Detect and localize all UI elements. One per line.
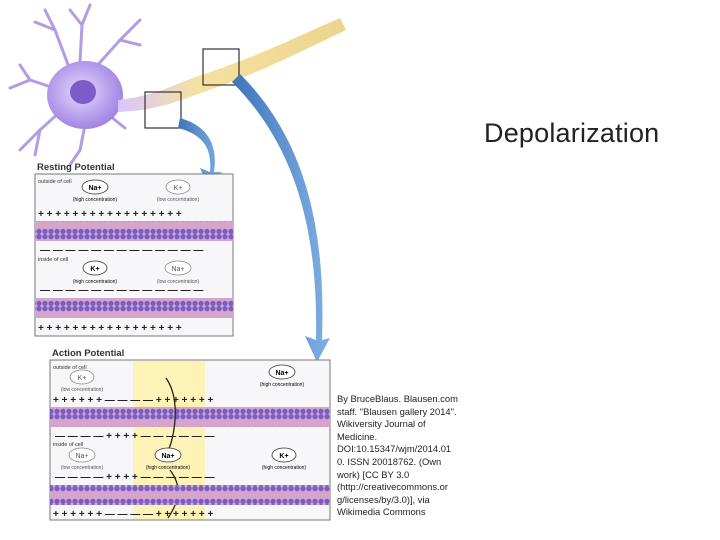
action-inner-charge-row: — — — — + + + + — — — — — — bbox=[55, 431, 214, 442]
action-k-in: K+ (high concentration) bbox=[262, 447, 307, 471]
resting-inner-minus-row: — — — — — — — — — — — — — bbox=[40, 245, 203, 256]
credit-line: g/licenses/by/3.0)], via bbox=[337, 493, 430, 505]
svg-text:+ + + + + + — — — — + + + + +: + + + + + + — — — — + + + + + + + bbox=[53, 509, 214, 520]
slide-title: Depolarization bbox=[484, 118, 660, 148]
credit-line: Medicine. bbox=[337, 430, 378, 442]
resting-k-out: K+ (low concentration) bbox=[157, 179, 200, 203]
action-outside-label: outside of cell bbox=[53, 365, 87, 371]
action-na-in-mid: Na+ (high concentration) bbox=[146, 447, 191, 471]
image-credit: By BruceBlaus. Blausen.com staff. "Blaus… bbox=[337, 393, 458, 519]
credit-line: DOI:10.15347/wjm/2014.01 bbox=[337, 443, 452, 455]
action-na-out: Na+ (high concentration) bbox=[260, 364, 305, 388]
svg-text:(low concentration): (low concentration) bbox=[157, 197, 200, 203]
svg-text:(low concentration): (low concentration) bbox=[61, 465, 104, 471]
resting-title: Resting Potential bbox=[37, 162, 115, 173]
credit-line: work) [CC BY 3.0 bbox=[337, 468, 410, 480]
resting-membrane-bottom bbox=[35, 298, 233, 318]
resting-inside-label: inside of cell bbox=[38, 257, 68, 263]
svg-text:K+: K+ bbox=[174, 185, 183, 192]
credit-line: Wikimedia Commons bbox=[337, 506, 426, 518]
resting-k-in: K+ (high concentration) bbox=[73, 260, 118, 285]
svg-text:+ + + + + + + + + + + + + + +: + + + + + + + + + + + + + + + + + bbox=[38, 323, 182, 334]
svg-text:K+: K+ bbox=[279, 453, 288, 460]
svg-text:(high concentration): (high concentration) bbox=[146, 465, 191, 471]
credit-line: 0. ISSN 20018762. (Own bbox=[337, 455, 442, 467]
action-lower-outer-charge-row: + + + + + + — — — — + + + + + + + bbox=[53, 509, 214, 520]
svg-text:(high concentration): (high concentration) bbox=[73, 279, 118, 285]
resting-outer-plus-row: + + + + + + + + + + + + + + + + + bbox=[38, 209, 182, 220]
action-outer-charge-row: + + + + + + — — — — + + + + + + + bbox=[53, 395, 214, 406]
resting-membrane-top bbox=[35, 221, 233, 241]
axon bbox=[118, 18, 346, 112]
svg-text:Na+: Na+ bbox=[275, 370, 288, 377]
svg-text:Na+: Na+ bbox=[88, 185, 101, 192]
resting-lower-plus-row: + + + + + + + + + + + + + + + + + bbox=[38, 323, 182, 334]
resting-outside-label: outside of cell bbox=[38, 179, 72, 185]
svg-text:(high concentration): (high concentration) bbox=[262, 465, 307, 471]
svg-text:(high concentration): (high concentration) bbox=[260, 382, 305, 388]
svg-text:Na+: Na+ bbox=[161, 453, 174, 460]
resting-lower-minus-row: — — — — — — — — — — — — — bbox=[40, 285, 203, 296]
na-influx-arrow bbox=[165, 377, 176, 453]
arrow-to-resting bbox=[178, 118, 222, 186]
nucleus bbox=[70, 80, 96, 104]
credit-line: By BruceBlaus. Blausen.com bbox=[337, 393, 458, 404]
action-k-out: K+ (low concentration) bbox=[61, 369, 104, 393]
svg-text:(low concentration): (low concentration) bbox=[61, 387, 104, 393]
action-lower-inner-charge-row: — — — — + + + + — — — — — — bbox=[55, 472, 214, 483]
resting-panel: Resting Potential outside of cell Na+ (h… bbox=[34, 162, 234, 337]
action-na-in-left: Na+ (low concentration) bbox=[61, 447, 104, 471]
action-membrane-top bbox=[50, 407, 330, 427]
resting-na-in: Na+ (low concentration) bbox=[157, 260, 200, 285]
svg-text:— — — — + + + + — — — — — —: — — — — + + + + — — — — — — bbox=[55, 472, 214, 483]
neuron bbox=[8, 3, 346, 167]
arrow-to-action bbox=[232, 74, 330, 362]
svg-text:— — — — + + + + — — — — — —: — — — — + + + + — — — — — — bbox=[55, 431, 214, 442]
credit-line: Wikiversity Journal of bbox=[337, 418, 426, 430]
svg-text:(high concentration): (high concentration) bbox=[73, 197, 118, 203]
action-inside-label: inside of cell bbox=[53, 442, 83, 448]
svg-text:K+: K+ bbox=[78, 375, 87, 382]
svg-text:Na+: Na+ bbox=[75, 453, 88, 460]
svg-text:— — — — — — — — — — — — —: — — — — — — — — — — — — — bbox=[40, 245, 203, 256]
credit-line: staff. "Blausen gallery 2014". bbox=[337, 405, 457, 417]
action-membrane-bottom bbox=[50, 485, 330, 505]
svg-text:— — — — — — — — — — — — —: — — — — — — — — — — — — — bbox=[40, 285, 203, 296]
svg-text:Na+: Na+ bbox=[171, 266, 184, 273]
resting-region-box bbox=[144, 91, 182, 129]
svg-text:+ + + + + + + + + + + + + + +: + + + + + + + + + + + + + + + + + bbox=[38, 209, 182, 220]
action-title: Action Potential bbox=[52, 348, 124, 359]
svg-text:+ + + + + + — — — — + + + + +: + + + + + + — — — — + + + + + + + bbox=[53, 395, 214, 406]
resting-na-out: Na+ (high concentration) bbox=[73, 179, 118, 203]
action-region-box bbox=[202, 48, 240, 86]
action-panel: Action Potential outside of cell K+ (low… bbox=[49, 348, 331, 521]
credit-line: (http://creativecommons.or bbox=[337, 481, 448, 493]
svg-text:(low concentration): (low concentration) bbox=[157, 279, 200, 285]
svg-text:K+: K+ bbox=[90, 266, 99, 273]
